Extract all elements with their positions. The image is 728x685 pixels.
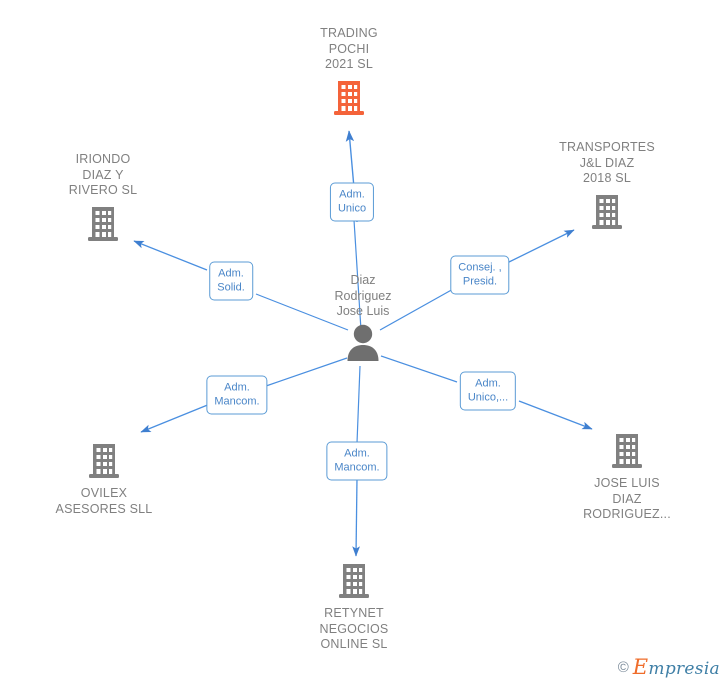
edge-line-iriondo [133,240,208,271]
empresia-logo-initial: E [632,655,649,679]
company-icon [85,440,123,482]
node-label-retynet-negocios: RETYNET NEGOCIOS ONLINE SL [319,606,389,651]
empresia-logo-rest: mpresia [648,659,720,679]
company-icon [608,430,646,472]
edge-label-adm-unico-jose-luis[interactable]: Adm. Unico,... [459,371,517,411]
edge-label-consej-presid-transportes[interactable]: Consej. , Presid. [450,255,510,295]
node-label-trading-pochi: TRADING POCHI 2021 SL [320,26,378,71]
edge-line-ovilex [140,403,211,433]
edge-label-adm-unico-trading-pochi[interactable]: Adm. Unico [329,182,375,222]
company-icon [84,203,122,245]
edge-line-jose-luis [518,400,593,430]
empresia-logo: Empresia [633,655,720,679]
company-icon [588,191,626,233]
node-label-iriondo-diaz-rivero: IRIONDO DIAZ Y RIVERO SL [68,152,138,197]
node-ovilex-asesores[interactable]: OVILEX ASESORES SLL [29,440,179,517]
node-label-jose-luis-diaz-rodriguez: JOSE LUIS DIAZ RODRIGUEZ... [583,476,671,521]
node-iriondo-diaz-rivero[interactable]: IRIONDO DIAZ Y RIVERO SL [28,152,178,245]
node-trading-pochi[interactable]: TRADING POCHI 2021 SL [274,26,424,119]
edge-line-ovilex-inner [265,357,348,387]
edge-line-retynet-inner [356,365,361,444]
edge-label-adm-mancom-retynet[interactable]: Adm. Mancom. [326,441,388,481]
node-jose-luis-diaz-rodriguez[interactable]: JOSE LUIS DIAZ RODRIGUEZ... [552,430,702,523]
copyright-icon: © [617,658,629,676]
watermark-empresia: © Empresia [618,655,720,679]
node-label-transportes-jl-diaz: TRANSPORTES J&L DIAZ 2018 SL [559,140,655,185]
company-icon [335,560,373,602]
edge-label-adm-mancom-ovilex[interactable]: Adm. Mancom. [206,375,268,415]
node-person-center[interactable]: Diaz Rodriguez Jose Luis [283,273,443,361]
person-icon [343,323,383,361]
edge-label-adm-solid-iriondo[interactable]: Adm. Solid. [209,261,253,301]
node-label-person-center: Diaz Rodriguez Jose Luis [334,273,392,318]
company-icon [330,77,368,119]
node-transportes-jl-diaz[interactable]: TRANSPORTES J&L DIAZ 2018 SL [532,140,682,233]
edge-line-retynet [352,477,361,557]
node-label-ovilex-asesores: OVILEX ASESORES SLL [55,486,153,516]
node-retynet-negocios[interactable]: RETYNET NEGOCIOS ONLINE SL [279,560,429,653]
edge-line-transportes [504,229,575,265]
